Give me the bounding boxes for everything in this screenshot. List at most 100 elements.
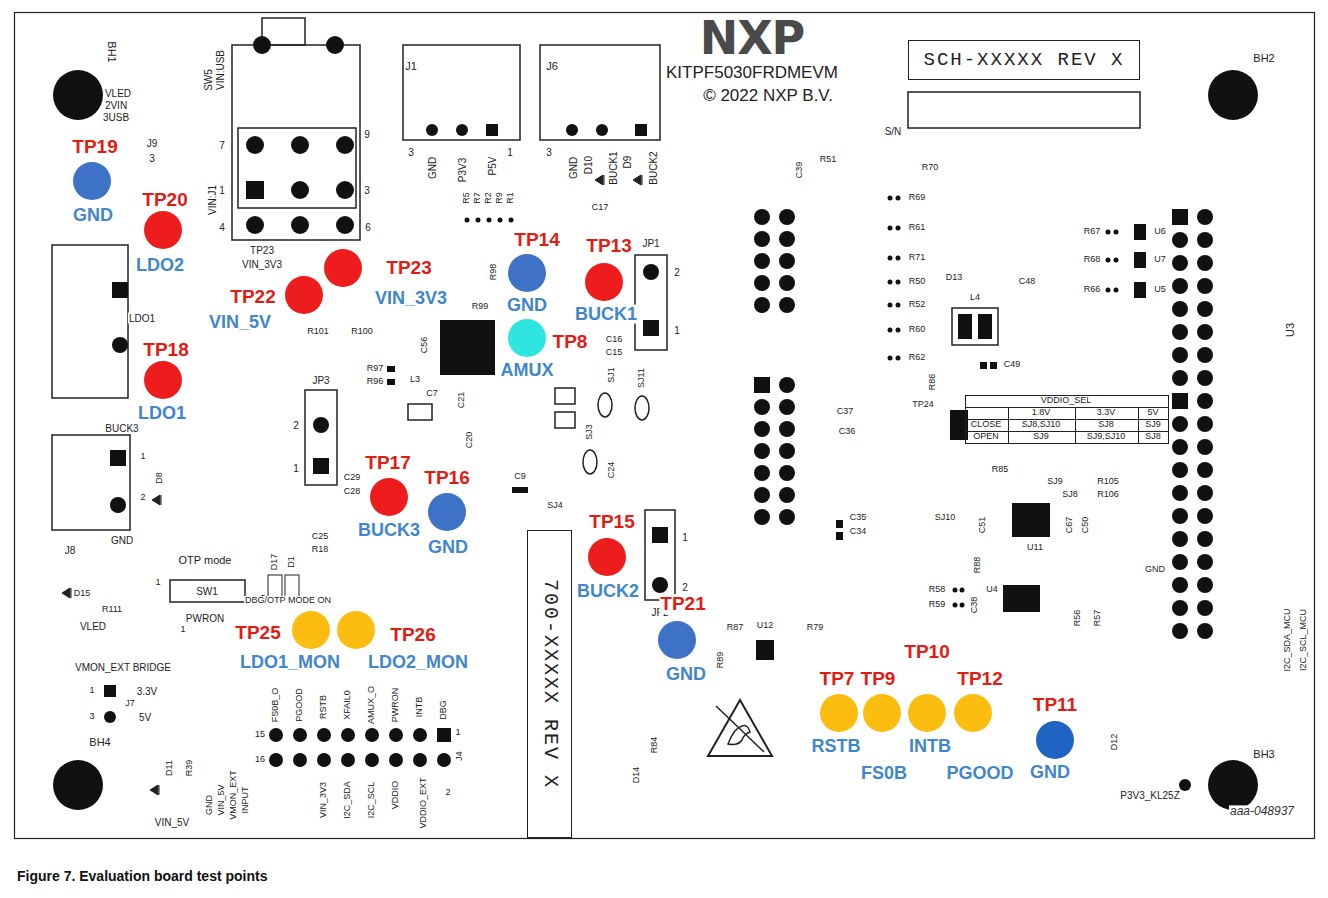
silkscreen-label: 1 (154, 578, 161, 588)
silkscreen-label: C49 (1003, 360, 1022, 370)
test-point-number: TP22 (229, 287, 276, 307)
silkscreen-label: JP3 (311, 375, 330, 386)
silkscreen-label: U7 (1153, 255, 1167, 265)
silkscreen-label: R87 (726, 623, 745, 633)
test-point-signal: RSTB (811, 737, 862, 756)
silkscreen-label: I2C_SDA (343, 780, 353, 820)
silkscreen-label: 1 (681, 532, 689, 543)
silkscreen-label: SJ9 (1144, 420, 1162, 430)
test-point: TP15BUCK2 (588, 538, 626, 576)
test-point-number: TP8 (552, 332, 589, 352)
silkscreen-label: 3.3V (136, 686, 159, 697)
test-point-signal: BUCK3 (357, 521, 421, 540)
silkscreen-label: C35 (849, 513, 868, 523)
silkscreen-label: 3USB (102, 112, 130, 123)
silkscreen-label: R71 (908, 253, 927, 263)
silkscreen-label: R5 (462, 191, 472, 205)
silkscreen-label: R84 (650, 736, 660, 755)
silkscreen-label: 5V (138, 712, 152, 723)
silkscreen-label: 1 (454, 728, 461, 738)
silkscreen-label: INTB (415, 696, 425, 719)
silkscreen-label: C9 (513, 472, 527, 482)
test-point-number: TP14 (513, 230, 560, 250)
silkscreen-label: C21 (457, 391, 467, 410)
silkscreen-label: 6 (364, 222, 372, 233)
box-label: 700-XXXXX REV X (538, 579, 561, 789)
silkscreen-label: U11 (1026, 543, 1044, 553)
silkscreen-label: C37 (836, 407, 855, 417)
silkscreen-label: R96 (366, 377, 385, 387)
silkscreen-label: SJ9 (1032, 432, 1050, 442)
silkscreen-label: GND (427, 156, 438, 180)
silkscreen-label: C7 (425, 389, 439, 399)
test-point-signal: LDO2 (135, 256, 185, 275)
test-point-number: TP12 (956, 669, 1003, 689)
silkscreen-label: U12 (756, 621, 775, 631)
silkscreen-label: R7 (473, 191, 483, 205)
figure-caption: Figure 7. Evaluation board test points (17, 868, 267, 884)
test-point: TP17BUCK3 (370, 478, 408, 516)
test-point-number: TP16 (423, 468, 470, 488)
silkscreen-label: U6 (1153, 227, 1167, 237)
silkscreen-label: L4 (969, 293, 981, 303)
silkscreen-label: 2 (681, 582, 689, 593)
silkscreen-label: L3 (409, 375, 421, 385)
silkscreen-label: 7 (218, 140, 226, 151)
silkscreen-label: D12 (1110, 733, 1120, 752)
silkscreen-label: J4 (455, 750, 465, 762)
silkscreen-label: SW5 (203, 68, 214, 92)
test-point-number: TP21 (659, 594, 706, 614)
silkscreen-label: R57 (1093, 609, 1103, 628)
test-point-number: TP23 (385, 258, 432, 278)
silkscreen-label: D8 (155, 471, 165, 485)
silkscreen-label: R18 (311, 545, 330, 555)
silkscreen-label: R52 (908, 300, 927, 310)
test-point-number: TP13 (585, 236, 632, 256)
silkscreen-label: 1 (292, 463, 300, 474)
silkscreen-label: R61 (908, 223, 927, 233)
silkscreen-label: D11 (165, 759, 175, 777)
silkscreen-label: SJ8 (1097, 420, 1115, 430)
silkscreen-label: 4 (218, 222, 226, 233)
silkscreen-label: 3 (545, 147, 553, 158)
silkscreen-label: D13 (945, 273, 964, 283)
silkscreen-label: SW1 (195, 586, 219, 597)
silkscreen-label: PWRON (185, 613, 225, 624)
test-point: TP8AMUX (508, 319, 546, 357)
silkscreen-label: RSTB (319, 694, 329, 720)
silkscreen-label: TP24 (911, 400, 935, 410)
silkscreen-label: P5V (487, 156, 498, 177)
silkscreen-label: R100 (350, 327, 374, 337)
silkscreen-label: SJ3 (585, 423, 595, 441)
silkscreen-label: 2 (673, 267, 681, 278)
test-point-number: TP20 (141, 190, 188, 210)
silkscreen-label: R97 (366, 364, 385, 374)
silkscreen-label: 16 (254, 755, 266, 765)
silkscreen-label: R98 (489, 263, 499, 282)
test-point-signal: FS0B (860, 764, 908, 783)
silkscreen-label: P3V3 (457, 157, 468, 183)
silkscreen-label: DBG/OTP MODE ON (244, 596, 332, 606)
silkscreen-label: R70 (921, 163, 940, 173)
silkscreen-label: D14 (632, 766, 642, 785)
test-point-number: TP9 (860, 669, 897, 689)
test-point: TP16GND (428, 493, 466, 531)
test-point: TP9FS0B (863, 694, 901, 732)
silkscreen-label: 3 (88, 712, 95, 722)
silkscreen-label: R2 (484, 191, 494, 205)
silkscreen-label: 2VIN (104, 100, 128, 111)
silkscreen-label: SJ4 (546, 501, 564, 511)
silkscreen-label: GND (205, 794, 215, 816)
silkscreen-label: 3 (148, 153, 156, 164)
silkscreen-label: R101 (306, 327, 330, 337)
silkscreen-label: JP1 (641, 238, 660, 249)
silkscreen-label: GND (568, 156, 579, 180)
silkscreen-label: R106 (1096, 490, 1120, 500)
part-number-box: 700-XXXXX REV X (527, 530, 572, 838)
silkscreen-label: D17 (270, 553, 280, 572)
test-point: TP7RSTB (820, 694, 858, 732)
test-point-signal: BUCK1 (574, 305, 638, 324)
test-point: TP23VIN_3V3 (324, 249, 362, 287)
